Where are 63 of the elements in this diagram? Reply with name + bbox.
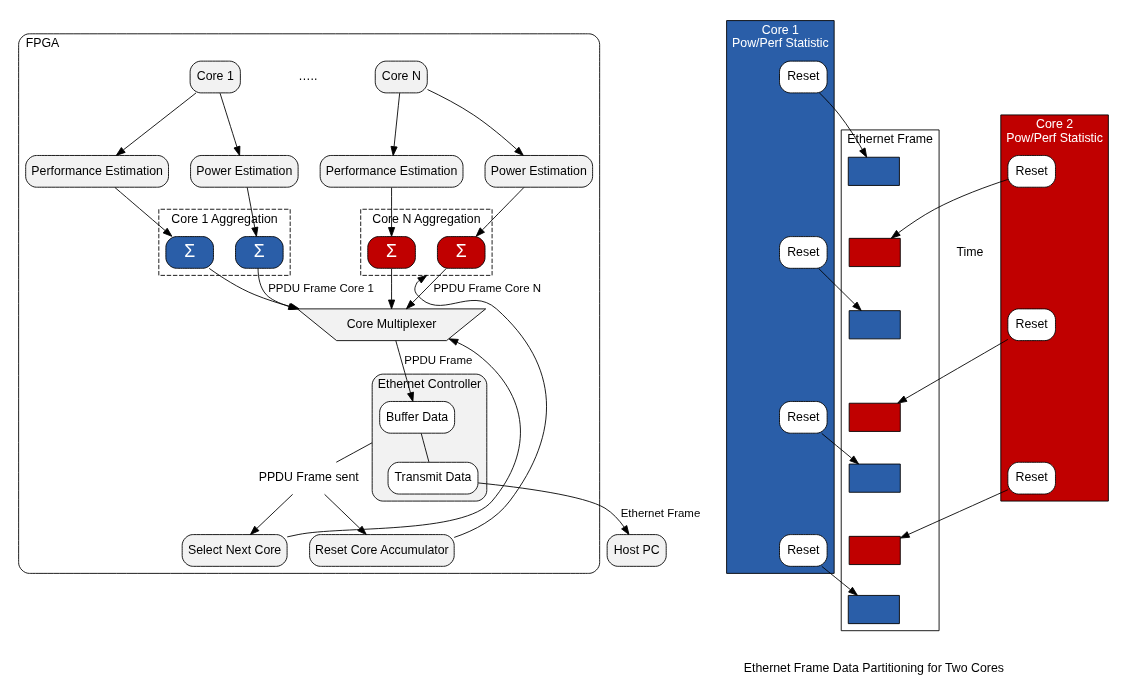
arrow [114,187,173,237]
arrow [286,338,521,538]
node-box: Core N [374,60,428,94]
node-box: Host PC [606,534,667,567]
arrow [250,493,294,535]
node-box [848,463,901,493]
node-box [847,156,900,186]
node-box: Power Estimation [190,155,299,188]
label: Time [956,244,984,259]
node-box: Reset [779,60,828,94]
node-box [848,535,901,565]
node-box [847,595,900,625]
node-box: Select Next Core [181,534,288,567]
arrow [477,482,630,536]
arrow [427,89,524,156]
node-box: Reset [1007,461,1056,495]
arrow [821,433,860,465]
label: ….. [298,69,318,84]
label: Ethernet Frame Data Partitioning for Two Cores [743,660,1004,675]
node-box [848,237,901,267]
node-box [848,402,901,432]
arrow [246,187,259,237]
arrow [115,92,197,156]
node-box: Σ [165,236,214,269]
node-box: Reset [1007,155,1056,188]
node-box: Σ [235,236,284,269]
arrow [414,274,547,538]
node-box: Reset [779,534,828,567]
connector [420,433,430,463]
arrow [219,92,241,156]
edge-label: PPDU Frame [404,353,473,366]
edge-label: Ethernet Frame [620,507,701,520]
node-box: Buffer Data [379,401,456,434]
arrow [324,493,367,535]
arrow [388,268,396,310]
node-box: Performance Estimation [319,155,464,188]
node-box: Core 1 [189,60,241,94]
arrow [899,489,1009,539]
arrow [890,179,1009,239]
connector [335,442,373,463]
arrow [388,187,396,237]
node-box: Σ [367,236,416,269]
node-box: Reset Core Accumulator [309,534,455,567]
node-box: Transmit Data [387,461,479,495]
edge-label: PPDU Frame Core 1 [268,281,374,294]
arrow [821,565,858,596]
arrow [897,339,1009,404]
node-box: Reset [1007,308,1056,342]
edge-label: PPDU Frame Core N [433,281,542,294]
arrow [395,340,414,402]
node-text: PPDU Frame sent [258,470,359,485]
node-box: Power Estimation [484,155,594,188]
cluster: Ethernet Frame [840,129,940,632]
node-box: Reset [779,401,828,434]
node-box: Σ [437,236,486,269]
node-box: Performance Estimation [25,155,169,188]
node-box [848,310,901,340]
arrow [818,268,862,311]
arrow [819,92,868,158]
node-box: Reset [779,236,828,269]
arrow [406,268,447,310]
arrow [475,187,525,237]
arrow [390,92,401,156]
